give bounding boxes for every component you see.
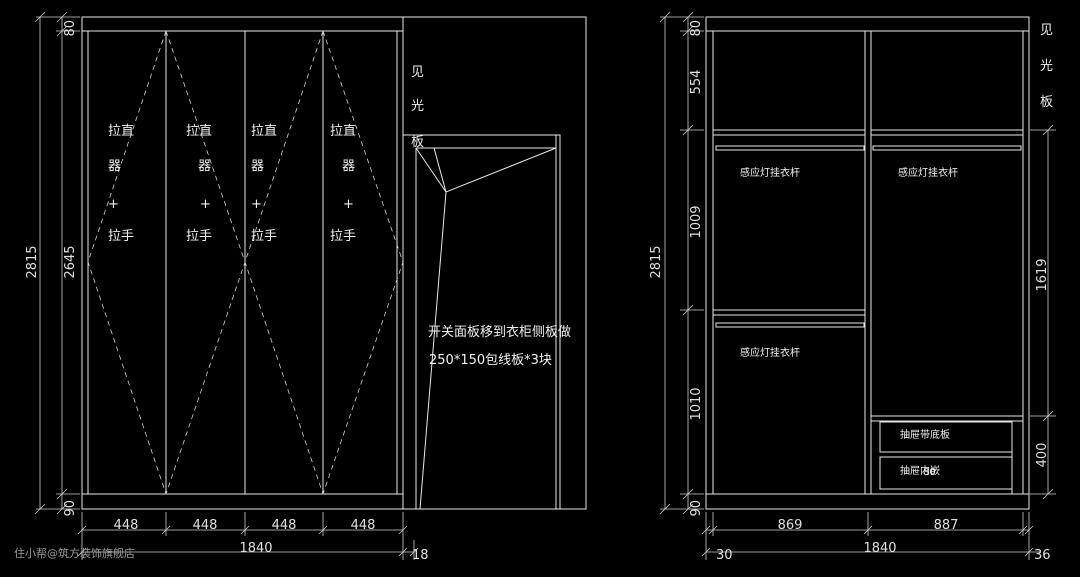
dim-right-offset: 36	[1034, 548, 1051, 563]
watermark: 住小帮@筑方装饰旗舰店	[14, 546, 135, 560]
left-cabinet-outline	[81, 16, 404, 510]
side-door-top	[433, 147, 557, 193]
door-label-line2: 器	[251, 159, 264, 174]
right-visible-panel-label: 见 光 板	[1040, 23, 1053, 110]
right-cabinet-outline	[705, 16, 1030, 510]
door-label-line1: 拉直	[330, 124, 356, 139]
dim-right-total-width: 1840	[863, 541, 896, 556]
drawer-dim: 80	[923, 467, 936, 478]
svg-text:板: 板	[1040, 95, 1053, 110]
dim-drawer-height: 400	[1035, 443, 1050, 468]
dim-hang-height: 1619	[1035, 258, 1050, 291]
hanging-rod	[715, 322, 865, 328]
dim-left-bottom: 90	[63, 500, 78, 517]
trim-board-note: 250*150包线板*3块	[429, 353, 552, 368]
svg-text:见: 见	[1040, 23, 1053, 38]
door-label-line1: 拉直	[251, 124, 277, 139]
left-visible-panel-label: 见 光 板	[411, 65, 424, 150]
side-panel-outline	[402, 16, 587, 510]
door-swing	[87, 30, 167, 495]
rod-label: 感应灯挂衣杆	[740, 346, 800, 359]
svg-text:见: 见	[411, 65, 424, 80]
right-side-dims: 1619 400	[1030, 124, 1056, 500]
side-frame	[403, 134, 561, 509]
door-label-line2: 器	[108, 159, 121, 174]
dim-door-width-2: 448	[193, 518, 218, 533]
door-label-plus: +	[200, 197, 211, 212]
dim-right-top: 80	[689, 20, 704, 37]
right-horizontal-dims: 869 887 1840 30 36	[701, 512, 1051, 563]
right-elevation	[705, 16, 1030, 510]
dim-side-width: 18	[412, 548, 429, 563]
door-label-line3: 拉手	[108, 229, 134, 244]
rod-label: 感应灯挂衣杆	[740, 166, 800, 179]
dim-left-total-height: 2815	[25, 245, 40, 278]
svg-text:板: 板	[411, 135, 424, 150]
svg-text:光: 光	[1040, 59, 1053, 74]
door-label-line1: 拉直	[186, 124, 212, 139]
door-label-line2: 器	[342, 159, 355, 174]
rod-label: 感应灯挂衣杆	[898, 166, 958, 179]
dim-left-offset: 30	[716, 548, 733, 563]
dim-door-width-4: 448	[351, 518, 376, 533]
svg-text:光: 光	[411, 99, 424, 114]
door-label-line2: 器	[198, 159, 211, 174]
drawer-label: 抽屉内嵌	[900, 464, 940, 477]
dim-right-total: 2815	[649, 245, 664, 278]
drawer-label: 抽屉带底板	[900, 428, 950, 441]
door-labels: 拉直 器 + 拉手 拉直 器 + 拉手 拉直 器 + 拉手 拉直 器 + 拉手	[108, 124, 356, 244]
dim-left-top: 80	[63, 20, 78, 37]
dim-right-bottom: 90	[689, 500, 704, 517]
door-label-line1: 拉直	[108, 124, 134, 139]
dim-left-door-height: 2645	[63, 245, 78, 278]
door-label-line3: 拉手	[186, 229, 212, 244]
dim-right-upper: 554	[689, 70, 704, 95]
left-horizontal-dims: 448 448 448 448 1840 18	[77, 512, 429, 563]
door-label-plus: +	[251, 197, 262, 212]
door-swing	[244, 30, 324, 495]
door-swing	[322, 30, 404, 495]
door-label-plus: +	[343, 197, 354, 212]
left-vertical-dims: 80 2645 2815 90	[25, 11, 80, 517]
switch-panel-note: 开关面板移到衣柜侧板做	[428, 324, 571, 340]
hanging-rod	[872, 145, 1022, 151]
left-elevation	[81, 16, 587, 510]
dim-right-lower: 1010	[689, 387, 704, 420]
dim-door-width-3: 448	[272, 518, 297, 533]
dim-left-total-width: 1840	[239, 541, 272, 556]
right-labels: 感应灯挂衣杆 感应灯挂衣杆 感应灯挂衣杆 抽屉带底板 抽屉内嵌 80	[740, 166, 958, 478]
door-swing	[165, 30, 246, 495]
dim-right-middle: 1009	[689, 205, 704, 238]
hanging-rod	[715, 145, 865, 151]
dim-col-width-2: 887	[934, 518, 959, 533]
door-label-plus: +	[108, 197, 119, 212]
dim-door-width-1: 448	[114, 518, 139, 533]
door-label-line3: 拉手	[330, 229, 356, 244]
right-vertical-dims: 80 554 1009 1010 2815 90	[649, 11, 704, 517]
door-label-line3: 拉手	[251, 229, 277, 244]
dim-col-width-1: 869	[778, 518, 803, 533]
